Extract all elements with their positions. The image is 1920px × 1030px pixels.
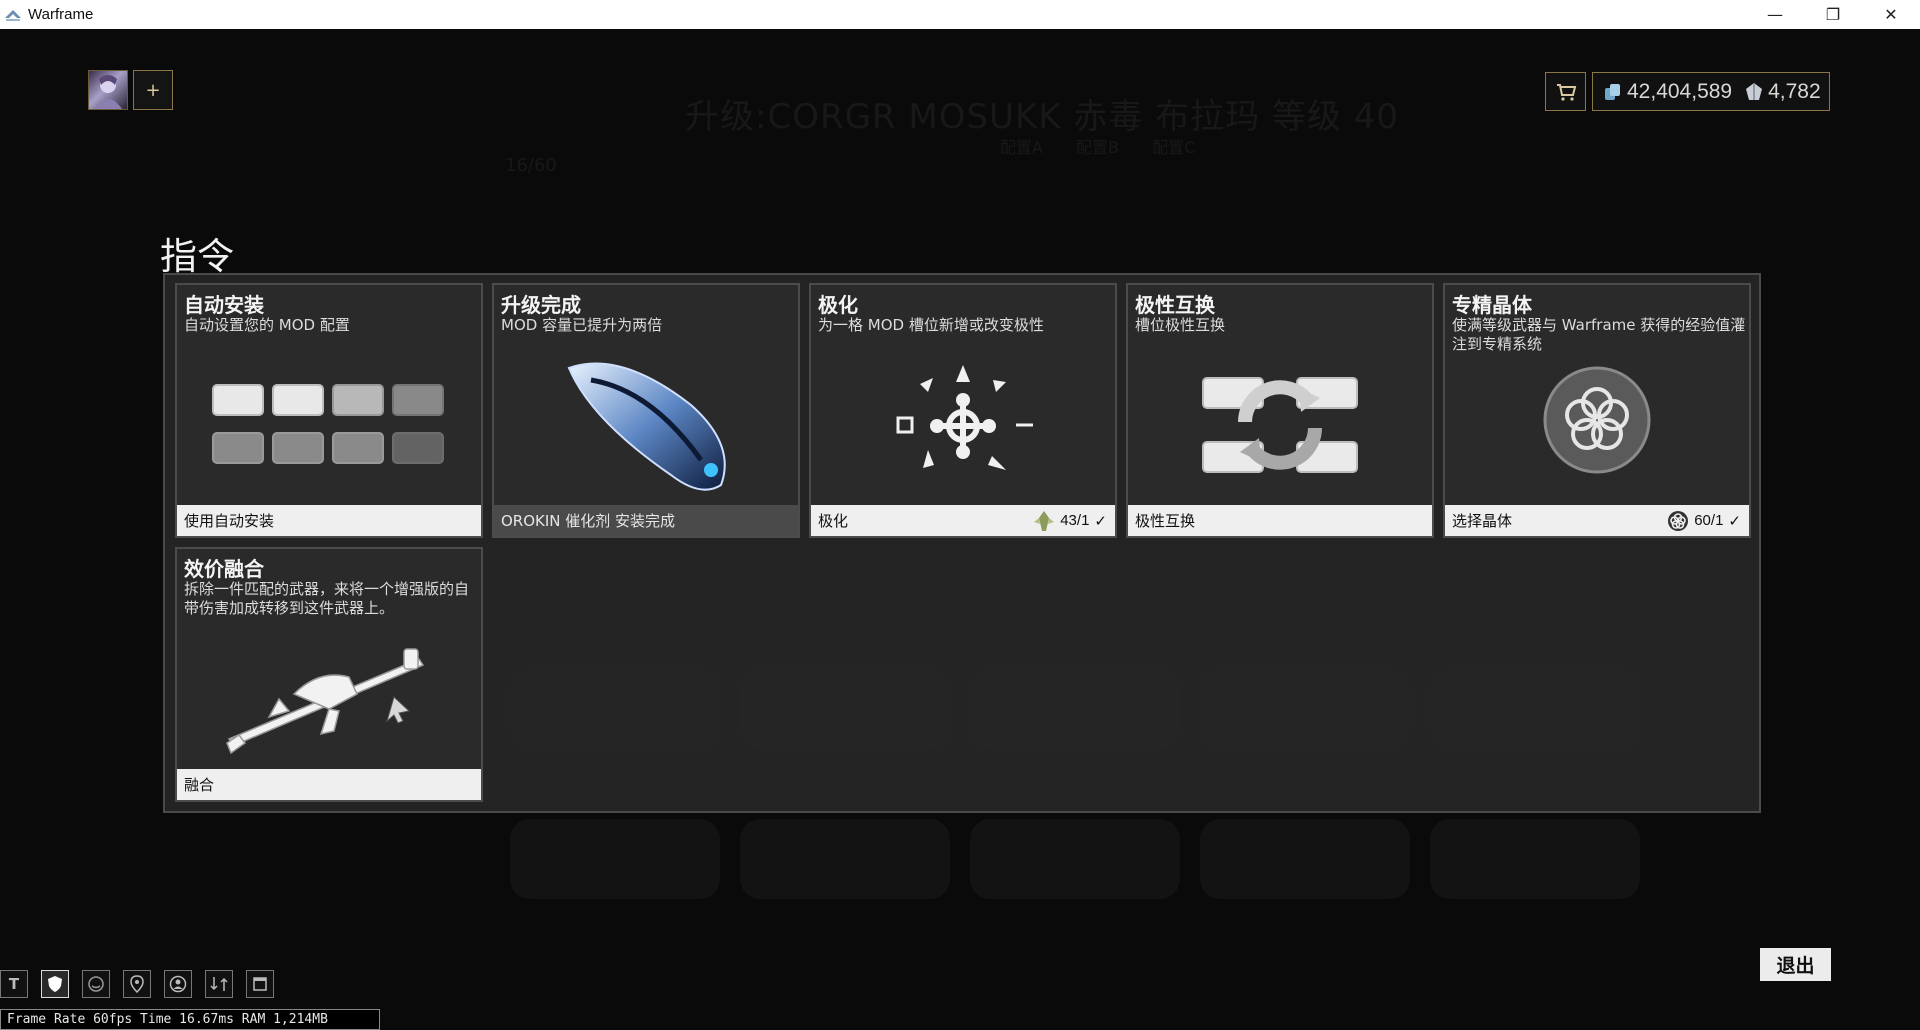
shield-button[interactable]: [41, 970, 69, 998]
framerate-overlay: Frame Rate 60fps Time 16.67ms RAM 1,214M…: [0, 1009, 380, 1030]
forma-count-value: 43/1: [1060, 512, 1090, 529]
orokin-catalyst-icon: [494, 345, 798, 505]
auto-install-button[interactable]: 使用自动安装: [177, 505, 481, 536]
card-title: 极化: [818, 293, 858, 317]
currency-display: 42,404,589 4,782: [1592, 72, 1830, 111]
background-mod-slot: [510, 819, 720, 899]
background-config-tabs: 配置A 配置B 配置C: [1000, 138, 1196, 157]
cart-icon: [1556, 83, 1576, 101]
text-chat-icon: T: [8, 975, 20, 993]
avatar-portrait-icon: [94, 75, 122, 109]
swap-button[interactable]: [205, 970, 233, 998]
polarize-card[interactable]: 极化 为一格 MOD 槽位新增或改变极性: [809, 283, 1117, 538]
lens-count-value: 60/1: [1694, 512, 1724, 529]
background-mod-slot: [1430, 819, 1640, 899]
focus-lens-card[interactable]: 专精晶体 使满等级武器与 Warframe 获得的经验值灌注到专精系统 选择晶体: [1443, 283, 1751, 538]
credits-icon: [1605, 83, 1620, 100]
maximize-button[interactable]: ❐: [1825, 5, 1841, 24]
warframe-app-icon: [5, 9, 21, 21]
window-icon: [253, 977, 267, 991]
card-title: 专精晶体: [1452, 293, 1532, 317]
card-subtitle: 为一格 MOD 槽位新增或改变极性: [818, 316, 1044, 334]
background-upgrade-title: 升级:CORGR MOSUKK 赤毒 布拉玛 等级 40: [685, 97, 1400, 137]
commands-panel: 自动安装 自动设置您的 MOD 配置: [163, 273, 1761, 813]
select-lens-label: 选择晶体: [1452, 512, 1513, 530]
map-pin-icon: [130, 975, 144, 993]
player-avatar[interactable]: [88, 70, 128, 110]
check-icon: ✓: [1728, 512, 1741, 530]
platinum-amount: 4,782: [1768, 79, 1821, 103]
card-title: 升级完成: [501, 293, 581, 317]
select-lens-button[interactable]: 选择晶体 60/1 ✓: [1445, 505, 1749, 536]
page-title: 指令: [160, 235, 234, 278]
polarity-swap-icon: [1128, 345, 1432, 505]
card-subtitle: 槽位极性互换: [1135, 316, 1226, 334]
profile-button[interactable]: [164, 970, 192, 998]
card-title: 自动安装: [184, 293, 264, 317]
forma-count: 43/1 ✓: [1033, 510, 1107, 532]
location-button[interactable]: [123, 970, 151, 998]
lens-count: 60/1 ✓: [1667, 510, 1741, 532]
check-icon: ✓: [1094, 512, 1107, 530]
platinum-icon: [1746, 82, 1763, 100]
minimize-button[interactable]: —: [1767, 5, 1783, 24]
background-mod-slot: [740, 819, 950, 899]
text-chat-button[interactable]: T: [0, 970, 28, 998]
shield-icon: [48, 976, 62, 992]
weapon-fusion-icon: [177, 619, 481, 779]
card-subtitle: MOD 容量已提升为两倍: [501, 316, 663, 334]
market-button[interactable]: [1545, 72, 1586, 111]
swap-icon: [210, 977, 228, 991]
polarity-swap-button[interactable]: 极性互换: [1128, 505, 1432, 536]
background-mod-slot: [970, 819, 1180, 899]
polarize-button[interactable]: 极化 43/1 ✓: [811, 505, 1115, 536]
window-button[interactable]: [246, 970, 274, 998]
focus-lens-icon: [1445, 360, 1749, 480]
add-button[interactable]: +: [133, 70, 173, 110]
credits-amount: 42,404,589: [1627, 79, 1733, 103]
card-subtitle: 使满等级武器与 Warframe 获得的经验值灌注到专精系统: [1452, 316, 1746, 353]
window-controls: — ❐ ✕: [1746, 0, 1920, 29]
background-mod-slot: [1200, 819, 1410, 899]
fusion-button[interactable]: 融合: [177, 769, 481, 800]
polarity-swap-card[interactable]: 极性互换 槽位极性互换 极性互换: [1126, 283, 1434, 538]
polarity-icon: [811, 345, 1115, 505]
smiley-icon: [88, 976, 104, 992]
auto-install-card[interactable]: 自动安装 自动设置您的 MOD 配置: [175, 283, 483, 538]
card-subtitle: 自动设置您的 MOD 配置: [184, 316, 350, 334]
user-circle-icon: [169, 975, 187, 993]
background-mod-count: 16/60: [505, 155, 557, 176]
game-viewport: 升级:CORGR MOSUKK 赤毒 布拉玛 等级 40 配置A 配置B 配置C…: [0, 29, 1920, 1030]
exit-button[interactable]: 退出: [1760, 948, 1831, 981]
polarize-label: 极化: [818, 512, 849, 530]
card-subtitle: 拆除一件匹配的武器，来将一个增强版的自带伤害加成转移到这件武器上。: [184, 580, 470, 617]
bottom-toolbar: T: [0, 970, 274, 998]
card-title: 效价融合: [184, 557, 264, 581]
card-title: 极性互换: [1135, 293, 1215, 317]
lens-icon: [1668, 510, 1689, 531]
window-title: Warframe: [28, 6, 94, 23]
window-titlebar: Warframe — ❐ ✕: [0, 0, 1920, 29]
close-button[interactable]: ✕: [1884, 5, 1898, 24]
mood-button[interactable]: [82, 970, 110, 998]
valence-fusion-card[interactable]: 效价融合 拆除一件匹配的武器，来将一个增强版的自带伤害加成转移到这件武器上。 融…: [175, 547, 483, 802]
orokin-catalyst-card[interactable]: 升级完成 MOD 容量已提升为两倍 OROKIN 催化剂 安: [492, 283, 800, 538]
catalyst-installed-status: OROKIN 催化剂 安装完成: [494, 505, 798, 536]
mod-slots-icon: [177, 345, 481, 505]
forma-icon: [1034, 510, 1055, 531]
